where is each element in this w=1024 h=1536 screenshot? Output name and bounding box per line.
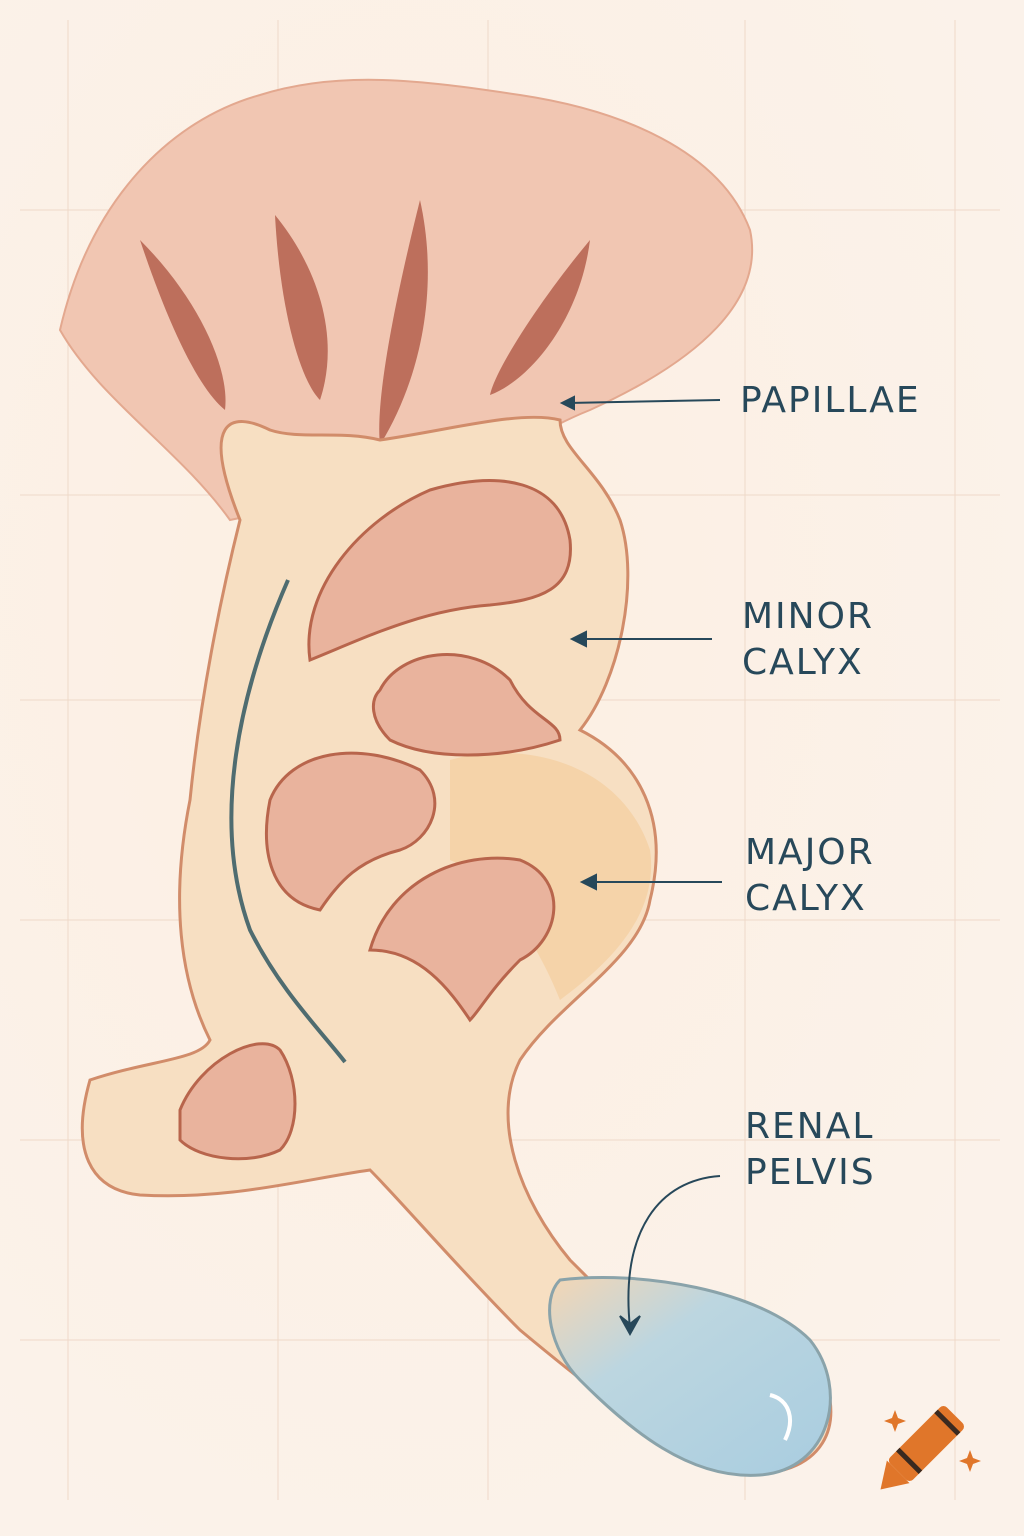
renal-pelvis-arrow bbox=[627, 1175, 721, 1329]
label-renal-pelvis-line2: PELVIS bbox=[745, 1152, 876, 1193]
label-papillae: PAPILLAE bbox=[740, 380, 921, 421]
sparkle-icon bbox=[959, 1450, 981, 1472]
label-major-calyx: MAJOR CALYX bbox=[745, 830, 875, 922]
label-minor-calyx: MINOR CALYX bbox=[742, 594, 874, 686]
papillae bbox=[58, 78, 754, 522]
major-calyx-shade bbox=[450, 752, 652, 1000]
renal-pelvis bbox=[548, 1276, 832, 1477]
crayon-logo-icon bbox=[880, 1406, 964, 1490]
cavities bbox=[178, 479, 572, 1161]
label-major-calyx-line2: CALYX bbox=[745, 878, 867, 919]
label-renal-pelvis: RENAL PELVIS bbox=[745, 1104, 876, 1196]
sparkle-icon bbox=[884, 1410, 906, 1432]
ureter-line bbox=[229, 579, 347, 1064]
label-major-calyx-line1: MAJOR bbox=[745, 832, 875, 873]
papillae-arrow bbox=[567, 399, 721, 404]
label-minor-calyx-line1: MINOR bbox=[742, 596, 874, 637]
pelvis-highlight bbox=[769, 1393, 792, 1441]
label-minor-calyx-line2: CALYX bbox=[742, 642, 864, 683]
label-renal-pelvis-line1: RENAL bbox=[745, 1106, 875, 1147]
